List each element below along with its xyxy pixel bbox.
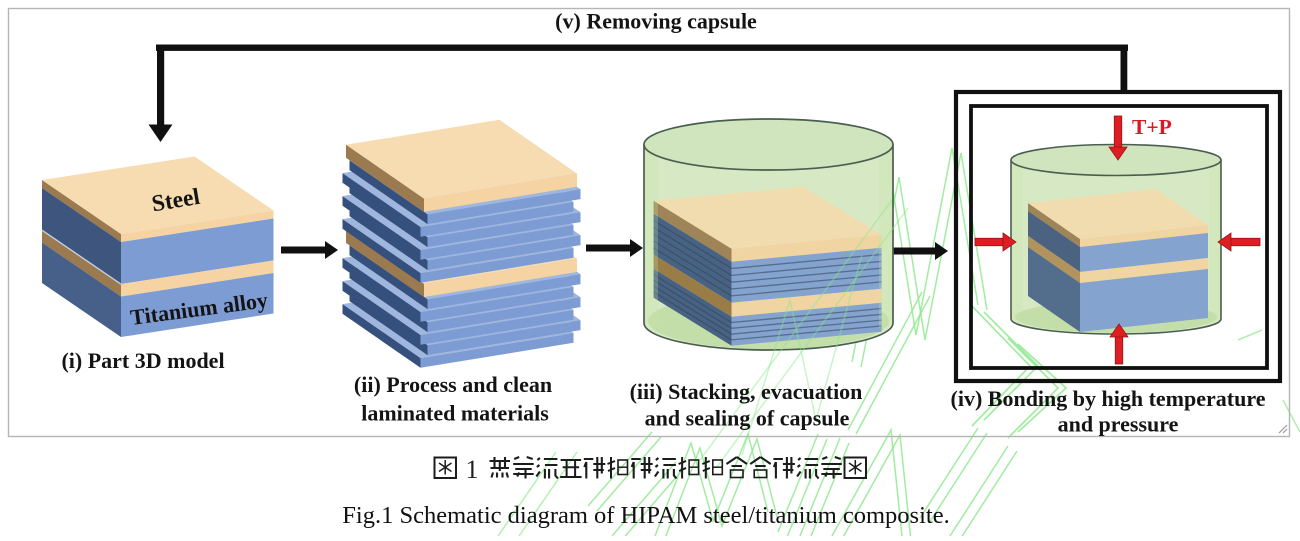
- svg-text:laminated materials: laminated materials: [361, 401, 549, 426]
- svg-text:and pressure: and pressure: [1058, 412, 1179, 437]
- svg-text:(iv) Bonding by high temperatu: (iv) Bonding by high temperature: [951, 386, 1266, 411]
- svg-text:Fig.1 Schematic diagram of HIP: Fig.1 Schematic diagram of HIPAM steel/t…: [342, 502, 949, 529]
- svg-text:(i) Part 3D model: (i) Part 3D model: [61, 348, 224, 373]
- svg-text:and sealing of capsule: and sealing of capsule: [645, 406, 850, 431]
- svg-text:1: 1: [466, 455, 479, 484]
- svg-text:T+P: T+P: [1132, 115, 1172, 139]
- svg-text:(iii) Stacking, evacuation: (iii) Stacking, evacuation: [630, 379, 863, 404]
- svg-text:(ii) Process and clean: (ii) Process and clean: [354, 372, 552, 397]
- svg-text:(v) Removing capsule: (v) Removing capsule: [555, 9, 757, 34]
